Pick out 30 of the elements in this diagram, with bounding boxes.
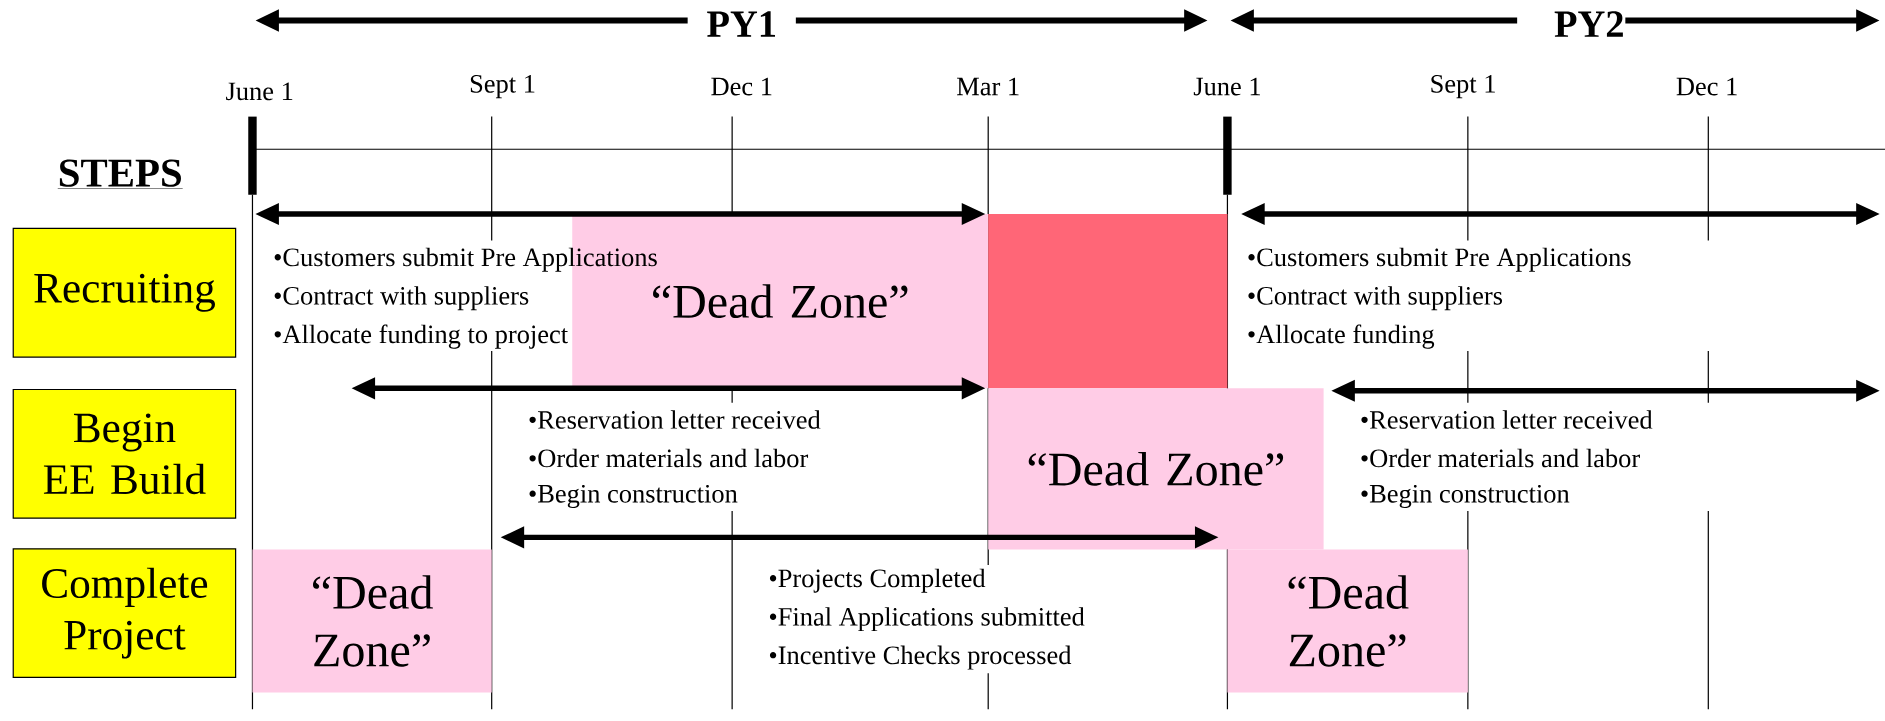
bullet-item: •Customers submit Pre Applications [274, 247, 657, 272]
date-label: June 1 [1193, 77, 1260, 96]
date-label: Dec 1 [711, 77, 772, 96]
date-label: Sept 1 [470, 74, 535, 98]
period-label: PY1 [707, 11, 775, 37]
date-label: Sept 1 [1431, 74, 1495, 98]
dead-zone-box: “Dead Zone” [988, 388, 1324, 550]
date-label: Dec 1 [1676, 77, 1737, 96]
dead-zone-box: “Dead Zone” [1227, 549, 1468, 693]
bullet-item: •Begin construction [529, 484, 738, 508]
step-box: Complete Project [12, 548, 237, 678]
period-label: PY2 [1554, 11, 1623, 37]
bullet-item: •Final Applications submitted [769, 607, 1085, 631]
bullet-item: •Contract with suppliers [274, 286, 529, 310]
bullet-item: •Projects Completed [769, 568, 986, 593]
bullet-item: •Order materials and labor [529, 448, 809, 468]
bullet-item: •Allocate funding [1248, 324, 1435, 349]
bullet-item: •Allocate funding to project [274, 324, 568, 349]
highlight-box [988, 213, 1228, 389]
step-box: Recruiting [12, 227, 237, 358]
heading: STEPS [57, 159, 183, 189]
dead-zone-box: “Dead Zone” [252, 549, 492, 693]
bullet-item: •Begin construction [1361, 484, 1570, 508]
bullet-item: •Order materials and labor [1361, 448, 1640, 468]
bullet-item: •Contract with suppliers [1248, 286, 1503, 310]
step-box: Begin EE Build [12, 388, 237, 519]
date-label: Mar 1 [957, 77, 1019, 96]
bullet-item: •Reservation letter received [1361, 410, 1653, 429]
date-label: June 1 [226, 82, 293, 101]
bullet-item: •Incentive Checks processed [769, 645, 1072, 670]
